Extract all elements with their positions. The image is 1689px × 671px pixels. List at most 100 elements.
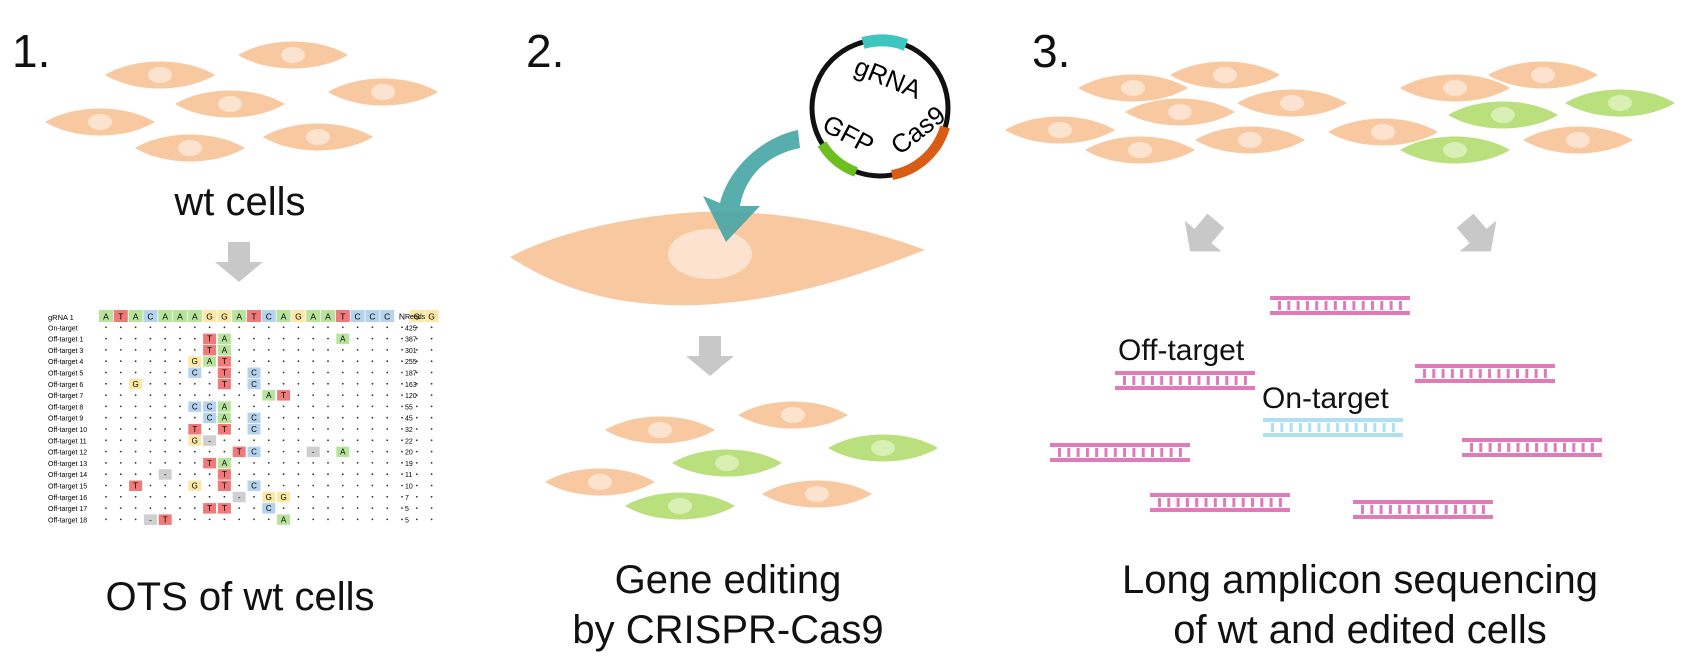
match-dot xyxy=(371,462,374,464)
match-dot xyxy=(164,349,167,351)
mismatch-base: T xyxy=(222,482,227,491)
match-dot xyxy=(134,326,137,329)
mismatch-base: T xyxy=(207,346,212,355)
mismatch-base: A xyxy=(340,448,346,457)
mismatch-base: C xyxy=(192,402,198,411)
ots-row-label: Off-target 13 xyxy=(48,461,87,468)
mismatch-cell xyxy=(203,457,217,469)
grna-base-cell xyxy=(395,310,409,322)
match-dot xyxy=(327,349,329,351)
match-dot xyxy=(179,382,181,385)
match-dot xyxy=(312,462,315,464)
match-dot xyxy=(149,495,152,498)
match-dot xyxy=(401,394,403,396)
match-dot xyxy=(312,371,315,374)
match-dot xyxy=(179,450,181,453)
grna-base-cell xyxy=(380,310,395,322)
mismatch-base: - xyxy=(208,436,211,445)
match-dot xyxy=(356,450,359,453)
match-dot xyxy=(134,371,137,374)
match-dot xyxy=(267,382,270,385)
match-dot xyxy=(105,371,107,374)
match-dot xyxy=(327,495,329,498)
match-dot xyxy=(193,349,196,351)
match-dot xyxy=(371,326,374,329)
edited-cell xyxy=(672,449,782,477)
ots-reads-value: 7 xyxy=(405,495,409,502)
match-dot xyxy=(164,428,167,430)
match-dot xyxy=(282,360,285,363)
match-dot xyxy=(430,337,433,340)
mismatch-cell xyxy=(277,514,291,525)
match-dot xyxy=(208,450,211,453)
down-arrow-icon xyxy=(215,242,263,282)
down-arrow-right-icon xyxy=(1456,213,1497,252)
match-dot xyxy=(119,326,122,329)
match-dot xyxy=(341,462,344,464)
match-dot xyxy=(415,371,418,374)
ots-reads-value: 5 xyxy=(405,517,409,524)
mismatch-base: T xyxy=(133,482,138,491)
grna-base-cell xyxy=(128,310,143,322)
ots-reads-value: 20 xyxy=(405,450,413,457)
match-dot xyxy=(356,518,359,521)
mismatch-cell xyxy=(262,390,276,401)
match-dot xyxy=(415,394,418,396)
match-dot xyxy=(430,507,433,509)
match-dot xyxy=(223,450,226,453)
match-dot xyxy=(430,428,433,430)
grna-base: T xyxy=(340,312,345,322)
grna-base-cell xyxy=(187,310,202,322)
match-dot xyxy=(415,495,418,498)
mismatch-cell xyxy=(217,412,231,424)
match-dot xyxy=(327,360,329,363)
match-dot xyxy=(149,416,152,419)
match-dot xyxy=(267,428,270,430)
match-dot xyxy=(164,337,167,340)
match-dot xyxy=(415,473,418,476)
match-dot xyxy=(134,439,137,442)
grna-base: T xyxy=(251,312,256,322)
match-dot xyxy=(415,349,418,351)
grna-base-cell xyxy=(350,310,365,322)
wt-cell xyxy=(135,134,245,162)
match-dot xyxy=(297,349,300,351)
match-dot xyxy=(297,484,300,487)
wt-cell xyxy=(1125,98,1235,126)
ots-reads-value: 11 xyxy=(405,472,412,479)
grna-base-cell xyxy=(276,310,291,322)
ots-reads-value: 387 xyxy=(405,337,417,344)
match-dot xyxy=(193,507,196,509)
match-dot xyxy=(341,360,344,363)
mismatch-cell xyxy=(232,446,246,458)
match-dot xyxy=(386,405,389,408)
mismatch-base: T xyxy=(207,459,212,468)
match-dot xyxy=(297,518,300,521)
grna-base-cell xyxy=(217,310,232,322)
match-dot xyxy=(415,507,418,509)
mismatch-cell xyxy=(217,378,231,390)
mismatch-base: T xyxy=(281,391,286,400)
match-dot xyxy=(341,507,344,509)
match-dot xyxy=(312,518,315,521)
ots-reads-value: 10 xyxy=(405,484,413,491)
match-dot xyxy=(282,337,285,340)
match-dot xyxy=(164,371,167,374)
ots-row-label: Off-target 3 xyxy=(48,348,83,355)
grna-base: A xyxy=(103,312,109,322)
match-dot xyxy=(386,507,389,509)
match-dot xyxy=(282,405,285,408)
edited-cell xyxy=(1448,101,1558,129)
match-dot xyxy=(149,473,152,476)
match-dot xyxy=(164,382,167,385)
amplicon xyxy=(1050,443,1190,462)
match-dot xyxy=(327,450,329,453)
mismatch-cell xyxy=(217,424,231,435)
grna-base: A xyxy=(177,312,183,322)
match-dot xyxy=(149,405,152,408)
match-dot xyxy=(223,326,226,329)
on-target-label: On-target xyxy=(1262,382,1389,415)
match-dot xyxy=(119,360,122,363)
match-dot xyxy=(415,416,418,419)
